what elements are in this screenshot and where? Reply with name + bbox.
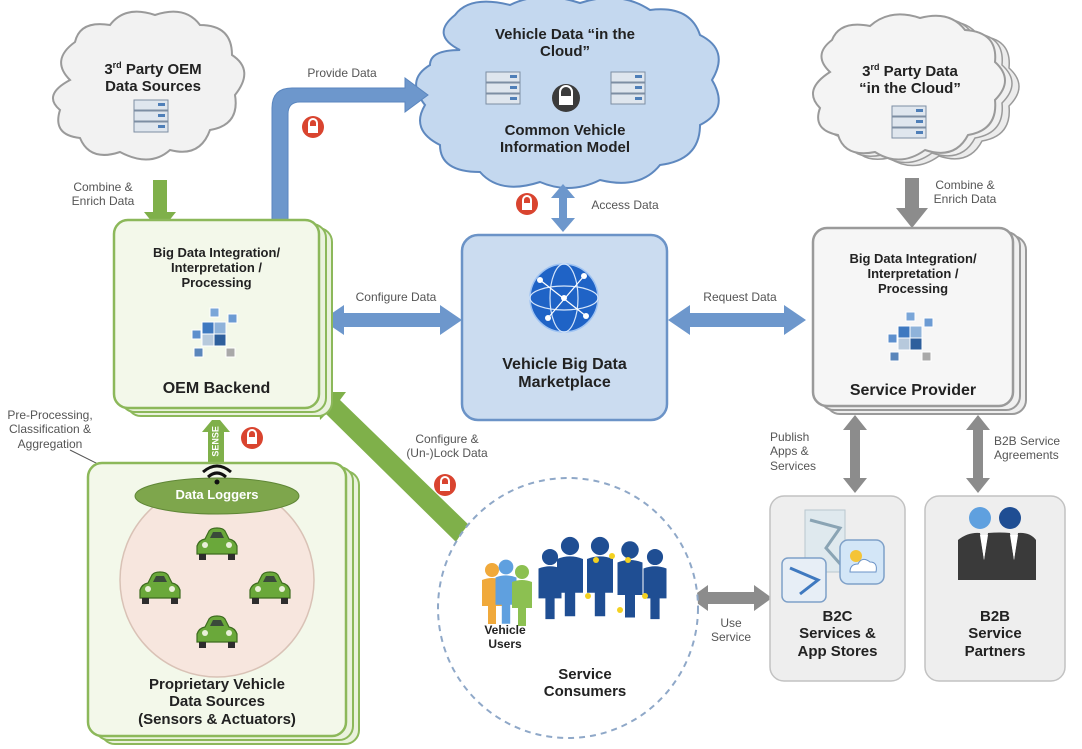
data-loggers-pill — [134, 477, 300, 515]
server-icon — [133, 99, 169, 133]
oem-backend-heading: Big Data Integration/Interpretation /Pro… — [152, 245, 281, 290]
oem-sources-cloud — [51, 10, 246, 161]
publish-arrow — [843, 415, 867, 493]
configure-data-label: Configure Data — [355, 290, 437, 304]
lock-icon — [433, 473, 457, 497]
business-people-icon — [958, 507, 1036, 580]
service-provider-heading: Big Data Integration/Interpretation /Pro… — [849, 251, 977, 296]
wifi-icon — [202, 464, 232, 485]
third-party-cloud — [811, 13, 1006, 161]
provide-data-arrow — [271, 77, 429, 236]
access-data-label: Access Data — [591, 198, 659, 212]
configure-lock-label: Configure &(Un-)Lock Data — [406, 432, 488, 461]
combine-right-arrow — [896, 178, 928, 228]
configure-lock-arrow — [318, 392, 480, 550]
globe-network-icon — [529, 263, 599, 333]
lock-icon — [515, 192, 539, 216]
provide-data-label: Provide Data — [307, 66, 377, 80]
combine-left-label: Combine &Enrich Data — [71, 180, 135, 209]
preprocessing-label: Pre-Processing,Classification &Aggregati… — [7, 408, 93, 451]
server-icon — [891, 105, 927, 139]
access-data-arrow — [551, 184, 575, 232]
configure-data-arrow — [322, 305, 462, 335]
b2b-agreements-arrow — [966, 415, 990, 493]
service-provider-title: Service Provider — [849, 382, 977, 399]
oem-sources-title: 3rd Party OEM Data Sources — [104, 60, 202, 96]
sense-label: SENSE — [210, 426, 221, 457]
map-icon — [781, 509, 846, 603]
server-icon — [485, 71, 521, 105]
business-people-icon — [538, 536, 667, 620]
combine-right-label: Combine &Enrich Data — [933, 178, 997, 207]
third-party-cloud-title: 3rd Party Data “in the Cloud” — [859, 62, 961, 98]
use-service-arrow — [690, 585, 772, 611]
request-data-arrow — [668, 305, 806, 335]
lock-icon — [240, 426, 264, 450]
weather-icon — [839, 539, 885, 585]
server-icon — [610, 71, 646, 105]
oem-backend-title: OEM Backend — [162, 380, 271, 397]
lock-icon — [301, 115, 325, 139]
people-icon — [482, 559, 532, 626]
data-loggers-label: Data Loggers — [175, 487, 259, 502]
sense-arrow — [202, 420, 230, 462]
request-data-label: Request Data — [703, 290, 777, 304]
